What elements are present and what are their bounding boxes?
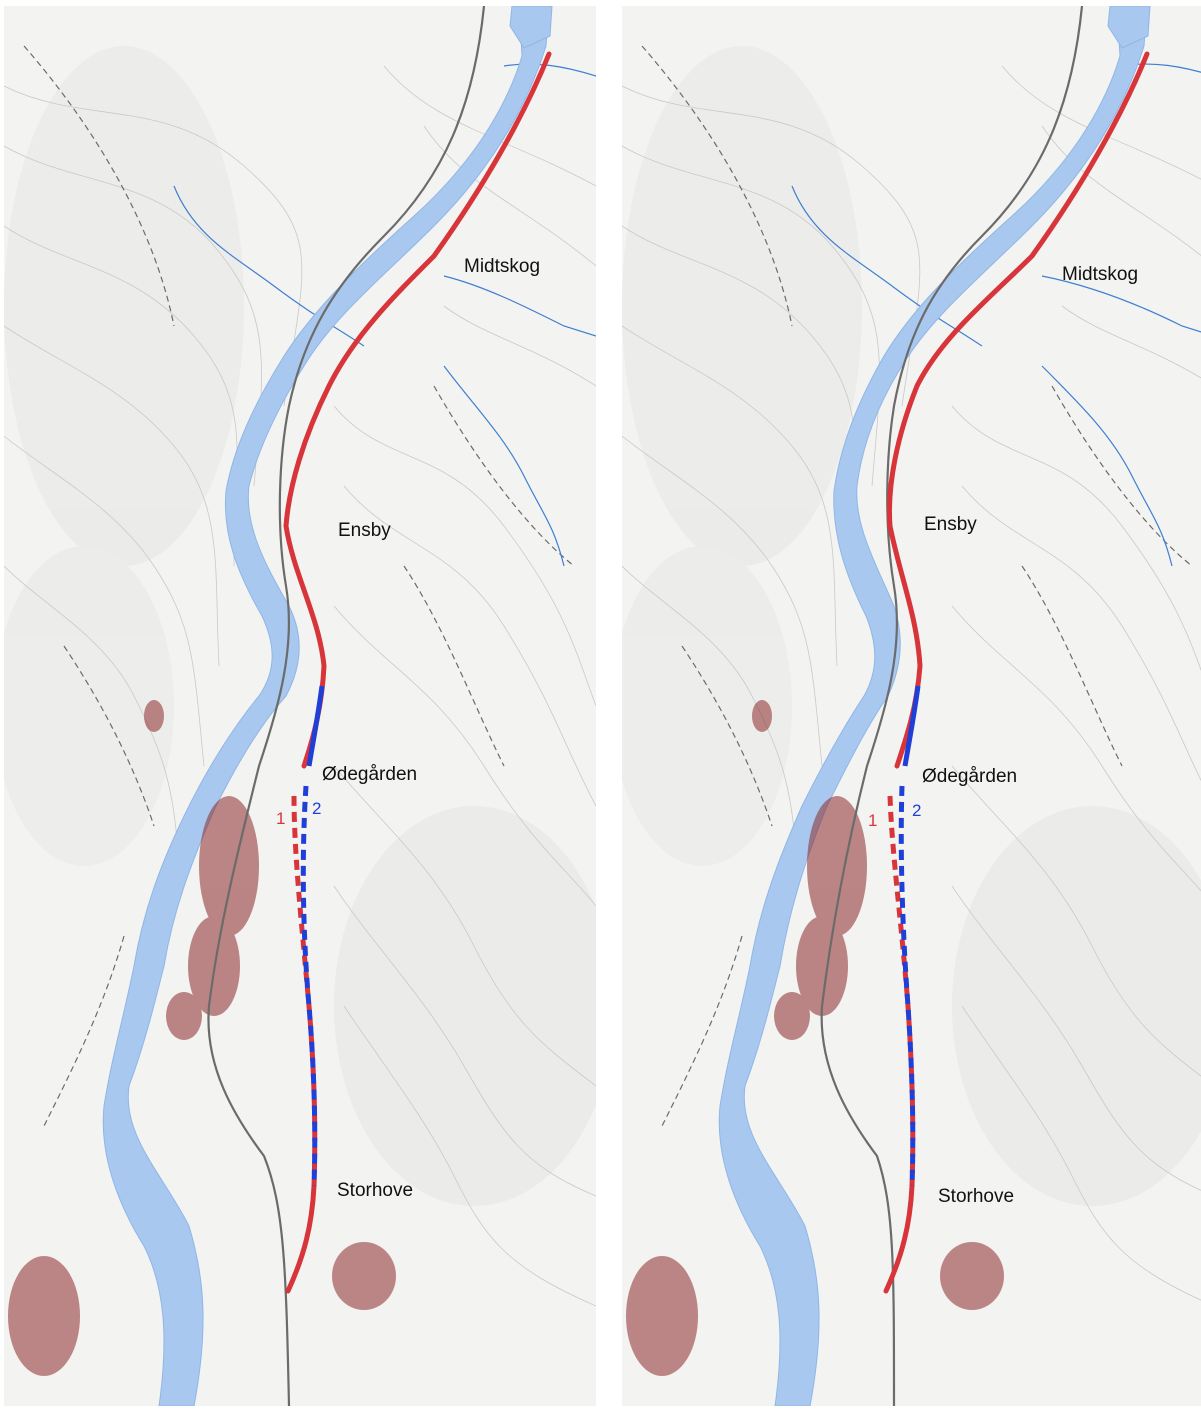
map-canvas-right: Midtskog Ensby Ødegården Storhove 1 2: [622, 6, 1201, 1406]
place-label-midtskog: Midtskog: [1062, 264, 1138, 285]
new-road-red-south: [285, 1183, 317, 1294]
new-road-blue: [902, 685, 921, 767]
new-road-red: [887, 51, 1150, 769]
lake-top: [1107, 6, 1151, 49]
new-road-blue: [306, 685, 325, 767]
new-road-red: [283, 51, 552, 769]
local-roads: [641, 45, 1193, 1127]
map-panel-right: Midtskog Ensby Ødegården Storhove 1 2: [622, 6, 1201, 1406]
new-road-blue-dashed: [300, 785, 318, 1187]
river: [102, 6, 550, 1406]
place-label-midtskog: Midtskog: [464, 256, 540, 277]
contour-lines: [622, 65, 1201, 1301]
contour-lines: [4, 65, 596, 1307]
river: [718, 6, 1148, 1406]
building-clusters: [8, 700, 396, 1376]
local-roads: [23, 45, 575, 1127]
new-road-red-dashed: [887, 795, 916, 1187]
new-road-red-dashed: [291, 795, 318, 1187]
new-road-red-south: [883, 1183, 915, 1294]
alt-label-1: 1: [276, 809, 285, 828]
place-label-odegarden: Ødegården: [322, 764, 417, 785]
lake-top: [509, 6, 553, 49]
streams: [173, 63, 596, 567]
existing-road: [820, 6, 1084, 1406]
place-label-storhove: Storhove: [337, 1180, 413, 1201]
alt-label-1: 1: [868, 811, 877, 830]
alt-label-2: 2: [912, 801, 921, 820]
place-label-storhove: Storhove: [938, 1186, 1014, 1207]
map-canvas-left: Midtskog Ensby Ødegården Storhove 1 2: [4, 6, 596, 1406]
place-label-odegarden: Ødegården: [922, 766, 1017, 787]
hillshade: [622, 46, 1201, 1206]
map-panel-left: Midtskog Ensby Ødegården Storhove 1 2: [4, 6, 596, 1406]
hillshade: [4, 46, 596, 1206]
new-road-blue-dashed: [898, 785, 916, 1187]
alt-label-2: 2: [312, 799, 321, 818]
place-label-ensby: Ensby: [924, 514, 977, 535]
place-label-ensby: Ensby: [338, 520, 391, 541]
existing-road: [207, 6, 486, 1406]
